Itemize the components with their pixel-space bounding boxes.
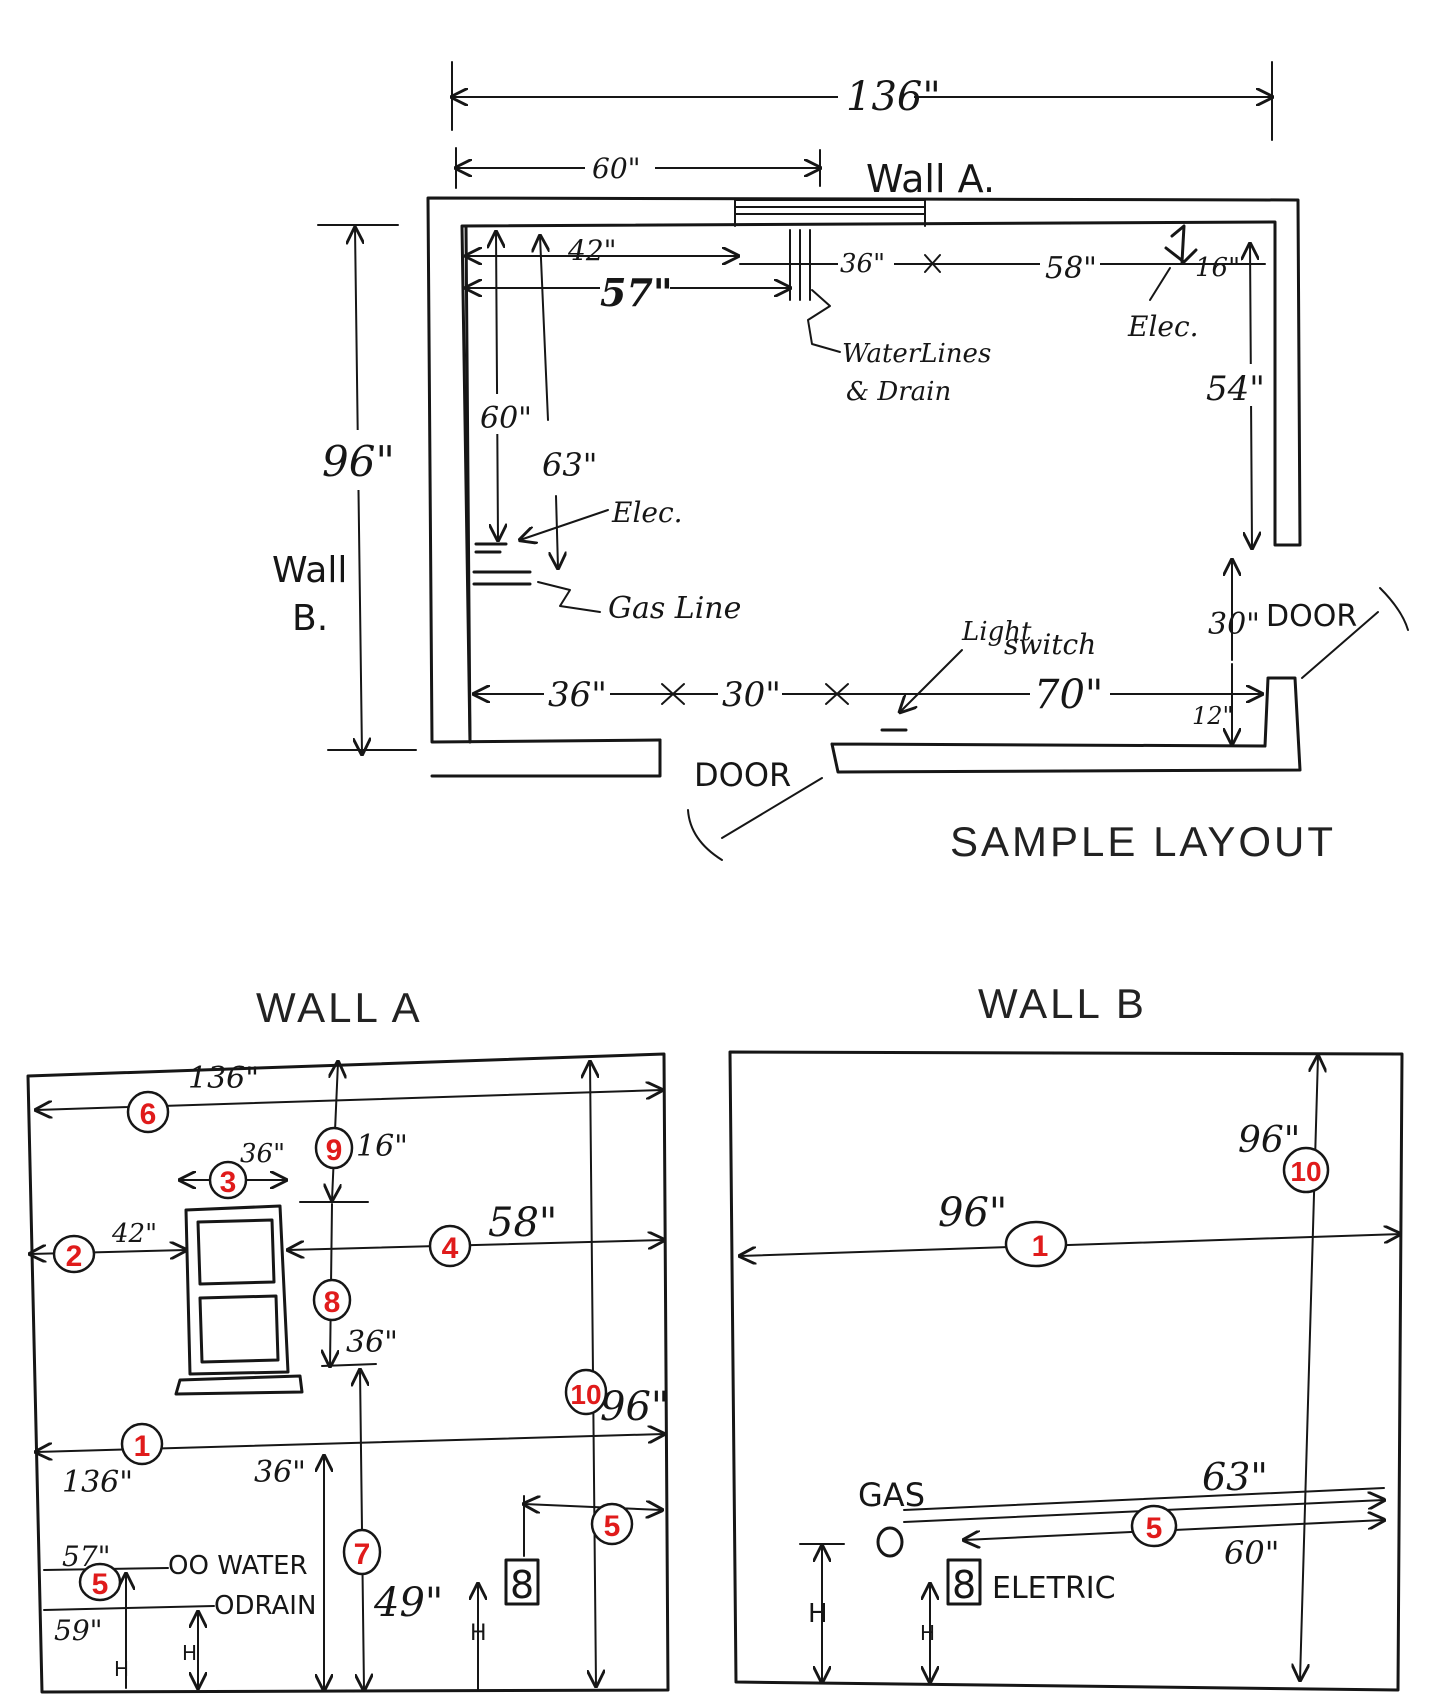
plan-water-drain: & Drain (846, 377, 951, 407)
wall-a-badge-2: 2 (66, 1240, 83, 1273)
wall-b-badge-10: 10 (1290, 1156, 1321, 1187)
plan-wall-b-label-2: B. (292, 598, 328, 639)
plan-bottom-right-wall (830, 676, 1302, 774)
plan-elec-left: Elec. (611, 496, 683, 529)
plan-dim-70: 70" (1034, 672, 1103, 718)
floor-plan: 136" 60" Wall A. 96" Wall B. 42" 57" 36"… (272, 61, 1409, 865)
plan-dim-57: 57" (600, 270, 673, 315)
plan-dim-54: 54" (1206, 369, 1265, 409)
wall-a-dim-16: 16" (356, 1129, 408, 1164)
wall-b-h1: H (808, 1599, 828, 1629)
plan-dim-30-bottom: 30" (722, 675, 781, 715)
wall-a-badge-7: 7 (354, 1538, 371, 1571)
plan-door-right: DOOR (1266, 599, 1357, 634)
wall-b-title: WALL B (978, 980, 1147, 1027)
wall-a-dim-36-low: 36" (254, 1455, 306, 1490)
wall-a-window (174, 1204, 304, 1396)
plan-dim-63: 63" (542, 446, 597, 484)
plan-light-label: Light (961, 617, 1032, 647)
wall-b-outlet-box (946, 1558, 982, 1606)
plan-elec-top: Elec. (1127, 310, 1199, 343)
wall-b-badges: 10 1 5 (1004, 1146, 1330, 1548)
plan-dim-30-door: 30" (1208, 607, 1260, 642)
wall-b-badge-5: 5 (1146, 1512, 1163, 1545)
plan-dim-136: 136" (846, 74, 941, 120)
wall-a-dim-42: 42" (111, 1219, 157, 1249)
wall-a-badge-5-left: 5 (92, 1568, 109, 1601)
plan-dim-36-top: 36" (840, 249, 885, 279)
wall-b-badge-1: 1 (1032, 1230, 1049, 1263)
wall-a-dim-58: 58" (488, 1200, 557, 1246)
plan-dim-36-bottom: 36" (548, 675, 607, 715)
plan-dim-42: 42" (567, 234, 617, 267)
wall-a-h3: H (470, 1621, 487, 1646)
plan-door-right-swing (1301, 587, 1409, 679)
plan-gas-line: Gas Line (608, 591, 741, 626)
wall-a-h1: H (114, 1657, 129, 1681)
plan-window (734, 199, 926, 227)
wall-a-badges: 6 9 3 2 4 8 10 1 5 7 5 (52, 1090, 634, 1602)
wall-a-badge-5-right: 5 (604, 1510, 621, 1543)
wall-a-dim-96: 96" (600, 1384, 669, 1430)
wall-b-elevation: WALL B 96" 96" GAS 63" 60" 8 ELETRIC H H… (728, 980, 1404, 1692)
plan-door-bottom: DOOR (694, 756, 791, 794)
wall-a-outlet-box (504, 1558, 540, 1606)
plan-caption: SAMPLE LAYOUT (950, 818, 1336, 865)
plan-dim-16: 16" (1195, 253, 1240, 283)
plan-switch-label: switch (1004, 628, 1096, 661)
wall-a-outline (26, 1052, 670, 1694)
wall-a-badge-1: 1 (134, 1430, 151, 1463)
plan-dim-60-left: 60" (480, 401, 532, 436)
wall-b-outlet: 8 (952, 1563, 976, 1607)
plan-dim-96: 96" (322, 437, 395, 486)
wall-a-h2: H (182, 1641, 197, 1665)
wall-b-h2: H (920, 1621, 935, 1645)
plan-dim-12: 12" (1192, 702, 1234, 730)
wall-a-dim-136-mid: 136" (62, 1465, 133, 1500)
wall-a-title: WALL A (256, 984, 423, 1031)
wall-b-outline (728, 1050, 1404, 1692)
wall-b-dim-63: 63" (1202, 1455, 1268, 1499)
wall-a-badge-6: 6 (140, 1098, 157, 1131)
wall-a-water-label: OO WATER (168, 1551, 308, 1581)
wall-a-badge-4: 4 (442, 1232, 459, 1265)
plan-inner-left-wall (464, 224, 472, 744)
plan-door-bottom-swing (687, 777, 823, 861)
wall-a-dim-59: 59" (54, 1614, 103, 1647)
wall-a-badge-9: 9 (326, 1134, 343, 1167)
wall-a-dim-136-top: 136" (188, 1061, 259, 1096)
plan-outer-bottom-left (430, 738, 662, 778)
wall-a-dim-49: 49" (373, 1580, 443, 1626)
plan-dim-60-top: 60" (592, 152, 641, 185)
wall-b-dim-60: 60" (1224, 1534, 1279, 1572)
plan-wall-b-label-1: Wall (272, 550, 347, 591)
plan-outer-wall (426, 196, 1302, 744)
wall-a-elevation: WALL A 136" 16" 36" 42" 58" 36" 96" 136"… (26, 984, 670, 1694)
plan-dim-58: 58" (1045, 251, 1097, 286)
wall-b-gas-outlet (876, 1526, 904, 1558)
wall-a-badge-8: 8 (324, 1286, 341, 1319)
wall-a-badge-3: 3 (220, 1166, 237, 1199)
plan-water-lines: WaterLines (842, 339, 991, 369)
plan-wall-a-label: Wall A. (866, 157, 995, 201)
wall-b-gas-label: GAS (858, 1476, 925, 1514)
wall-a-dim-36-window: 36" (240, 1139, 285, 1169)
wall-a-badge-10: 10 (570, 1379, 601, 1410)
wall-a-dim-36-sill: 36" (346, 1325, 398, 1360)
wall-a-drain-label: ODRAIN (214, 1591, 316, 1621)
wall-b-dim-96-horiz: 96" (938, 1190, 1007, 1236)
wall-a-outlet: 8 (510, 1563, 534, 1607)
wall-b-electric-label: ELETRIC (992, 1571, 1116, 1606)
